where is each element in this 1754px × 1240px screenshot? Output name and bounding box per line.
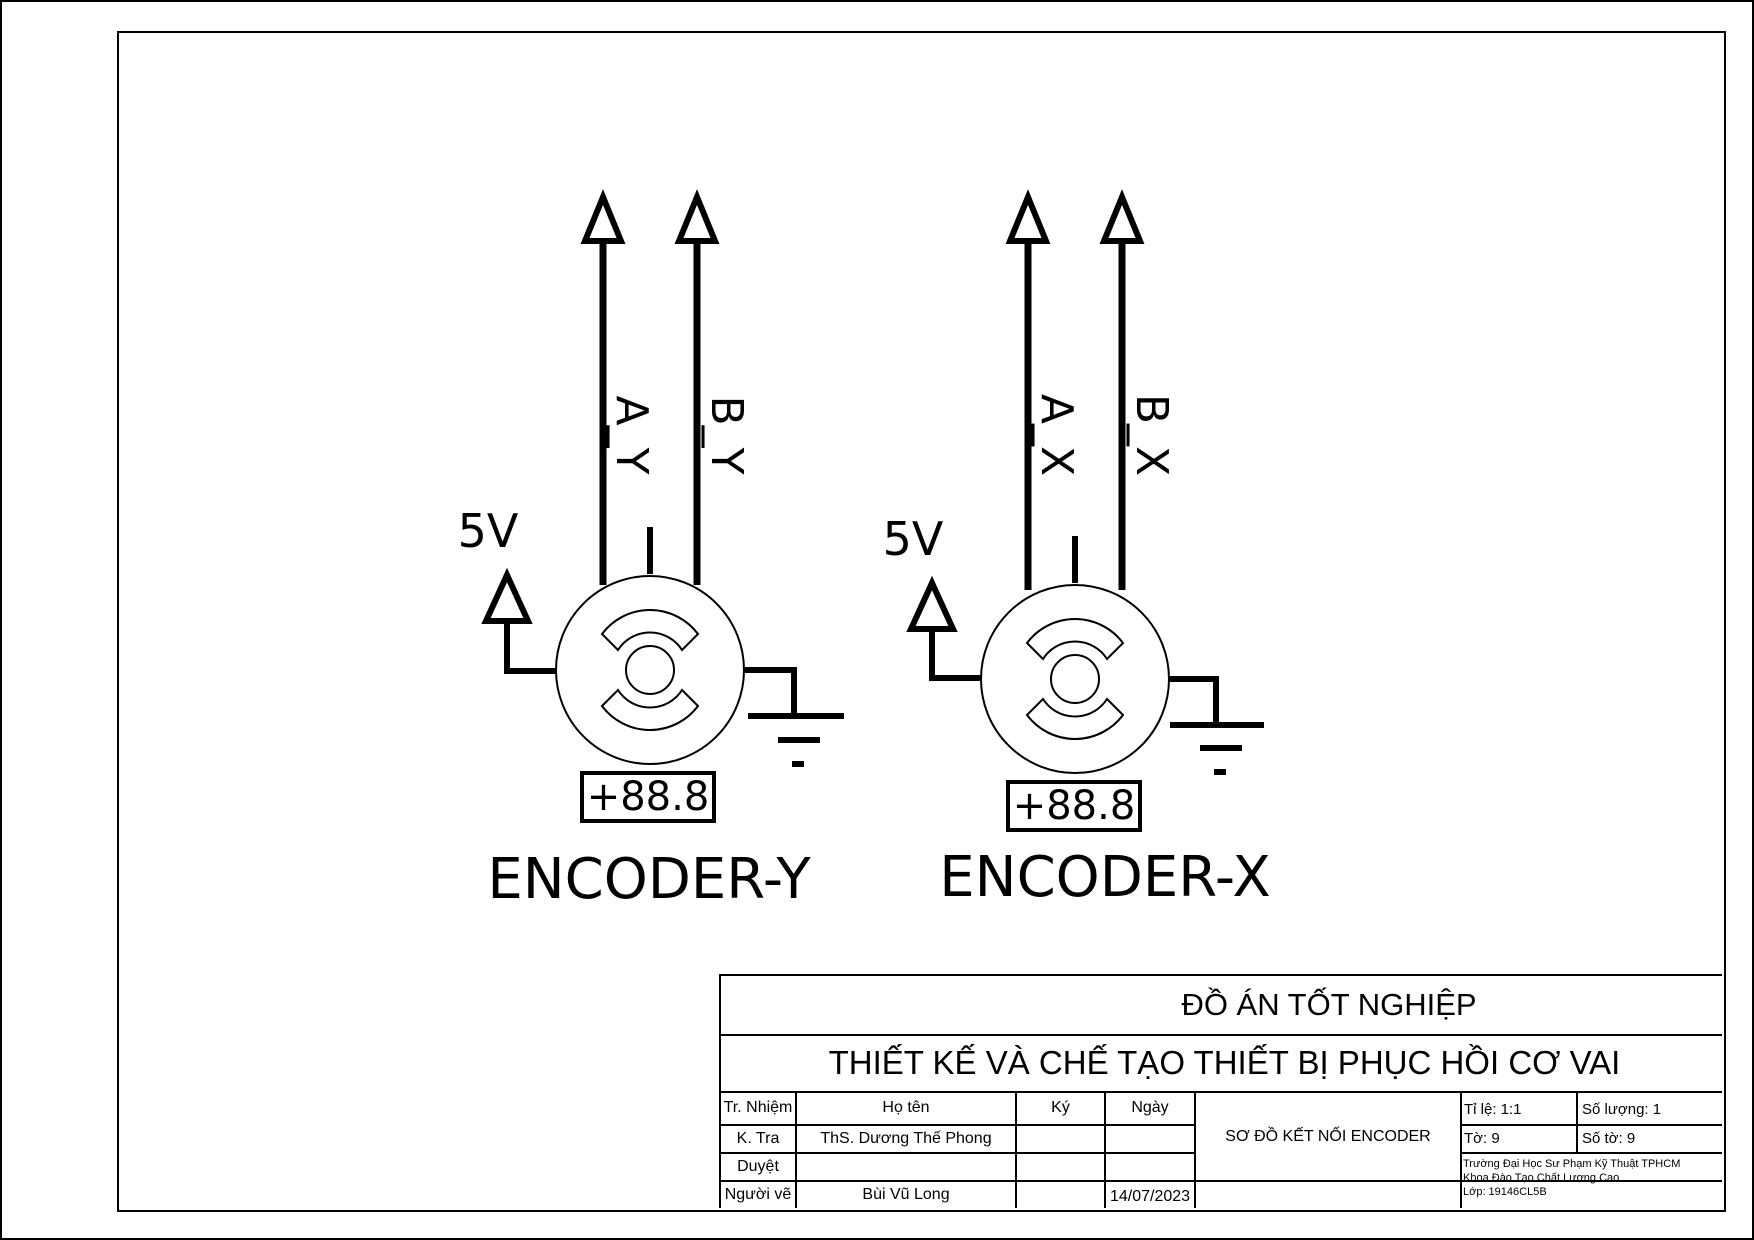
header-sign: Ký — [1051, 1099, 1070, 1116]
signal-a-arrow-icon — [1005, 189, 1051, 244]
signal-b-arrow-icon — [1099, 189, 1145, 244]
signal-b-arrow-icon — [674, 189, 720, 244]
counter-display-value: +88.8 — [587, 774, 710, 820]
signal-b-label: B_X — [1126, 394, 1177, 476]
row-role: Duyệt — [737, 1158, 779, 1175]
row-name — [797, 1154, 1015, 1180]
ground-wire — [744, 667, 797, 716]
sheet-count: Số tờ: 9 — [1582, 1129, 1636, 1147]
tb-line — [1104, 1091, 1106, 1208]
signal-a-label: A_Y — [606, 396, 657, 475]
encoder-body — [980, 584, 1170, 774]
tb-line — [719, 1034, 1722, 1036]
encoder-body — [555, 575, 745, 765]
encoder-label: ENCODER-Y — [487, 847, 811, 912]
power-label: 5V — [883, 512, 944, 566]
quantity: Số lượng: 1 — [1582, 1100, 1662, 1118]
school-name: Trường Đại Học Sư Phạm Kỹ Thuật TPHCM — [1463, 1158, 1681, 1170]
counter-display — [580, 771, 716, 823]
row-name: Bùi Vũ Long — [862, 1186, 950, 1203]
encoder-x: A_X B_X 5V +88.8 ENCODER-X — [883, 189, 1271, 910]
tb-line — [795, 1091, 797, 1208]
tb-line — [1576, 1091, 1578, 1152]
row-date: 14/07/2023 — [1109, 1188, 1191, 1205]
encoder-disc-top — [1025, 618, 1125, 661]
power-arrow-icon — [906, 575, 958, 632]
tb-line — [1460, 1124, 1722, 1126]
signal-b-label: B_Y — [701, 395, 752, 474]
power-wire — [504, 610, 557, 674]
title-block: ĐỒ ÁN TỐT NGHIỆP THIẾT KẾ VÀ CHẾ TẠO THI… — [719, 974, 1722, 1208]
header-date: Ngày — [1131, 1099, 1169, 1116]
drawing-title: SƠ ĐỒ KẾT NỐI ENCODER — [1225, 1127, 1431, 1145]
power-wire — [929, 618, 982, 681]
header-role: Tr. Nhiệm — [723, 1099, 793, 1116]
ground-wire — [1169, 676, 1219, 725]
faculty-name: Khoa Đào Tạo Chất Lượng Cao — [1463, 1172, 1620, 1184]
sheet-number: Tờ: 9 — [1464, 1129, 1500, 1147]
encoder-label: ENCODER-X — [939, 845, 1270, 910]
header-name: Họ tên — [882, 1099, 930, 1116]
encoder-disc-bottom — [600, 688, 700, 731]
project-title: THIẾT KẾ VÀ CHẾ TẠO THIẾT BỊ PHỤC HỒI CƠ… — [828, 1044, 1621, 1081]
encoder-shaft — [1050, 654, 1100, 704]
tb-line — [719, 1180, 1722, 1182]
encoder-disc-bottom — [1025, 697, 1125, 740]
drawing-frame — [117, 31, 1726, 1212]
tb-line — [1194, 1091, 1196, 1208]
row-name: ThS. Dương Thế Phong — [820, 1130, 992, 1147]
power-arrow-icon — [481, 567, 533, 624]
tb-line — [1460, 1091, 1462, 1208]
tb-line — [719, 1091, 1722, 1093]
counter-display — [1006, 780, 1142, 832]
tb-line — [719, 1152, 1195, 1154]
scale: Tỉ lệ: 1:1 — [1464, 1100, 1522, 1118]
row-role: Người vẽ — [724, 1186, 792, 1203]
signal-a-arrow-icon — [580, 189, 626, 244]
counter-display-value: +88.8 — [1013, 783, 1136, 829]
power-label: 5V — [458, 504, 519, 558]
tb-line — [1460, 1152, 1722, 1154]
row-role: K. Tra — [736, 1130, 780, 1147]
project-type: ĐỒ ÁN TỐT NGHIỆP — [1181, 987, 1477, 1022]
signal-a-label: A_X — [1031, 394, 1082, 476]
encoder-y: A_Y B_Y 5V +88.8 ENCODER-Y — [458, 189, 844, 912]
tb-line — [1015, 1091, 1017, 1208]
tb-line — [719, 1124, 1195, 1126]
tb-line — [719, 974, 1722, 976]
class-name: Lớp: 19146CL5B — [1463, 1186, 1547, 1198]
encoder-shaft — [625, 645, 675, 695]
encoder-disc-top — [600, 609, 700, 652]
